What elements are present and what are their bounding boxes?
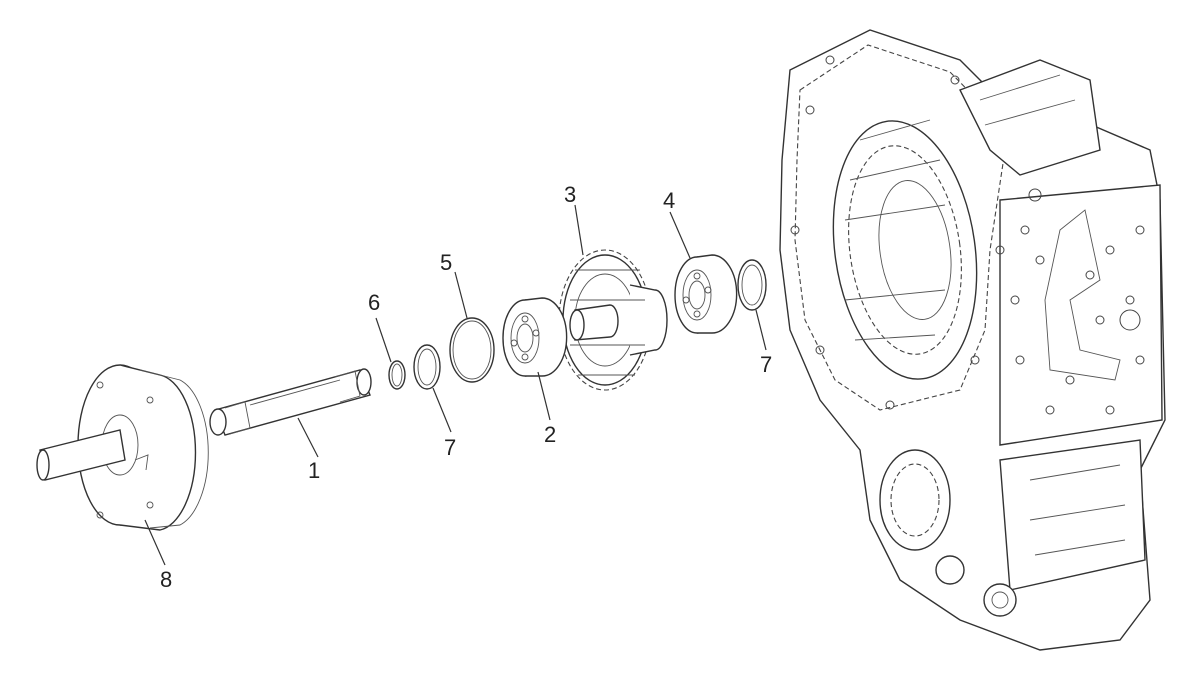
callout-8: 8 (160, 567, 172, 592)
callout-5: 5 (440, 250, 452, 275)
callout-2: 2 (544, 422, 556, 447)
callout-labels: 1 2 3 4 5 6 7 7 8 (160, 182, 772, 592)
snap-ring-left (413, 344, 441, 390)
callout-3: 3 (564, 182, 576, 207)
callout-7-left: 7 (444, 435, 456, 460)
gear (558, 249, 668, 391)
transmission-housing (779, 29, 1166, 651)
leader-lines (144, 204, 767, 566)
housing-bolt-holes (790, 55, 1145, 415)
callout-7-right: 7 (760, 352, 772, 377)
small-ring (388, 360, 406, 390)
flange-housing (36, 364, 209, 531)
splined-shaft (209, 368, 372, 436)
bearing-right (674, 254, 738, 334)
snap-ring-right (737, 259, 767, 311)
large-o-ring (449, 317, 495, 383)
callout-1: 1 (308, 458, 320, 483)
bearing-left (502, 297, 568, 377)
callout-6: 6 (368, 290, 380, 315)
callout-4: 4 (663, 188, 675, 213)
